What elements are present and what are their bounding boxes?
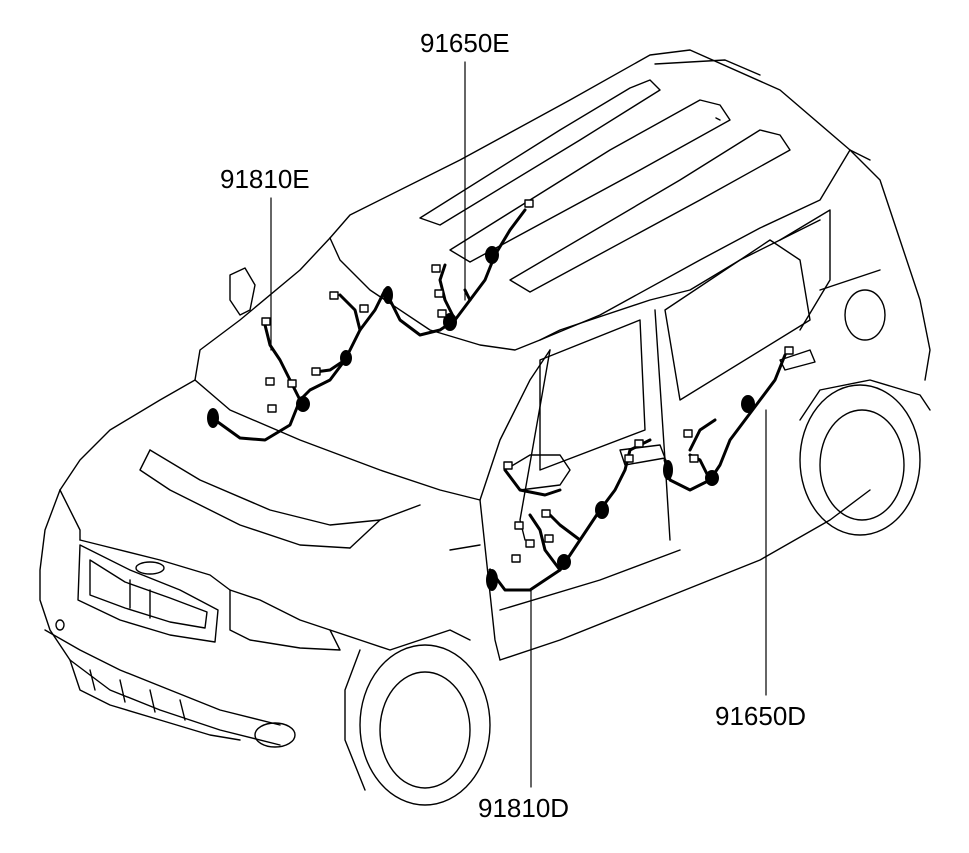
grommets xyxy=(207,246,755,591)
part-label-91650D: 91650D xyxy=(715,701,807,731)
harness-rear-left xyxy=(663,353,787,492)
part-label-91810D: 91810D xyxy=(478,793,570,823)
roof-outline xyxy=(329,49,871,351)
leader-lines xyxy=(270,61,767,788)
part-label-91810E: 91810E xyxy=(220,164,310,194)
body-outline xyxy=(39,149,931,806)
connectors xyxy=(261,199,794,563)
part-label-91650E: 91650E xyxy=(420,28,510,58)
harness-front-right xyxy=(213,288,387,442)
